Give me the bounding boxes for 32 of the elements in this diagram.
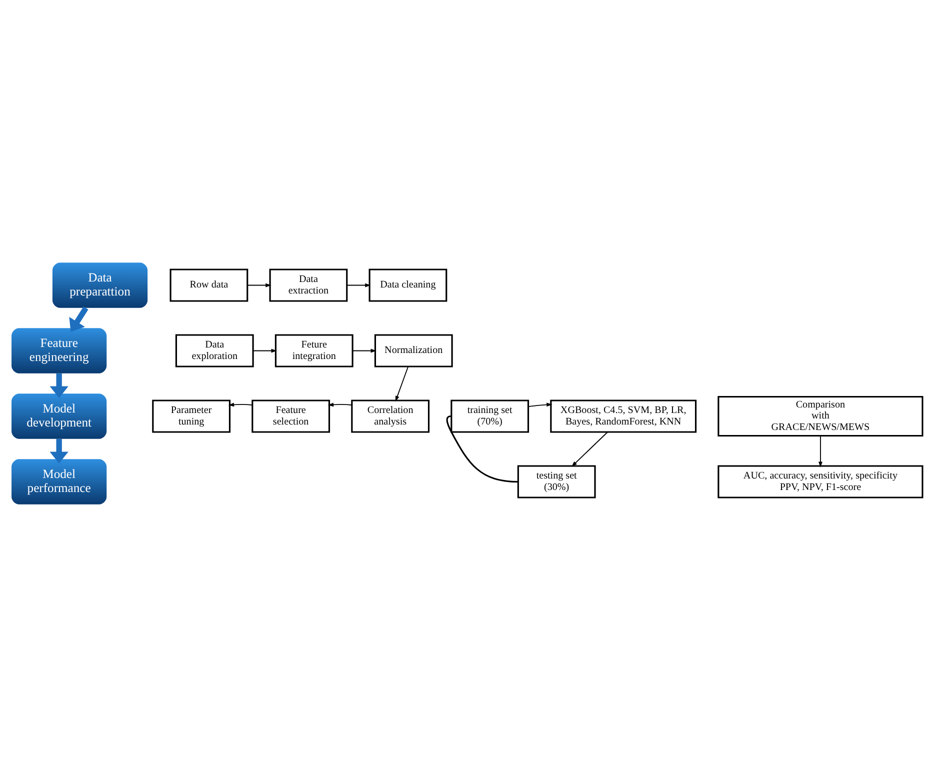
- node-box: Model development: [11, 394, 106, 439]
- arrow: [228, 402, 252, 407]
- arrow: [346, 283, 370, 288]
- node-box: training set (70%): [450, 400, 529, 433]
- node-box: AUC, accuracy, sensitivity, specificity PPV, NPV, F1-score: [717, 465, 923, 498]
- arrow: [68, 306, 88, 332]
- arrow: [252, 348, 276, 353]
- node-box: Correlation analysis: [350, 400, 430, 433]
- arrow: [394, 366, 408, 402]
- node-box: Data cleaning: [368, 268, 447, 302]
- arrow: [818, 435, 822, 468]
- node-box: Data preparattion: [52, 262, 148, 308]
- node-box: Data exploration: [174, 334, 254, 368]
- arrow: [327, 402, 352, 407]
- node-box: Model performance: [11, 459, 106, 504]
- node-box: Data extraction: [268, 268, 348, 302]
- node-box: XGBoost, C4.5, SVM, BP, LR, Bayes, RandomForest, KNN: [550, 400, 696, 433]
- node-box: testing set (30%): [516, 465, 596, 498]
- arrow: [246, 283, 271, 288]
- node-box: Normalization: [374, 334, 452, 368]
- node-box: Feature selection: [251, 400, 330, 433]
- arrow: [352, 348, 376, 353]
- arrow: [49, 373, 68, 398]
- node-box: Feature engineering: [11, 328, 106, 374]
- node-box: Parameter tuning: [152, 400, 230, 433]
- node-box: Feture integration: [274, 334, 353, 368]
- node-box: Row data: [169, 268, 248, 302]
- arrow: [527, 402, 552, 408]
- arrow: [571, 432, 608, 467]
- arrow: [49, 438, 68, 464]
- connector: [446, 415, 518, 483]
- node-box: Comparison with GRACE/NEWS/MEWS: [717, 396, 923, 437]
